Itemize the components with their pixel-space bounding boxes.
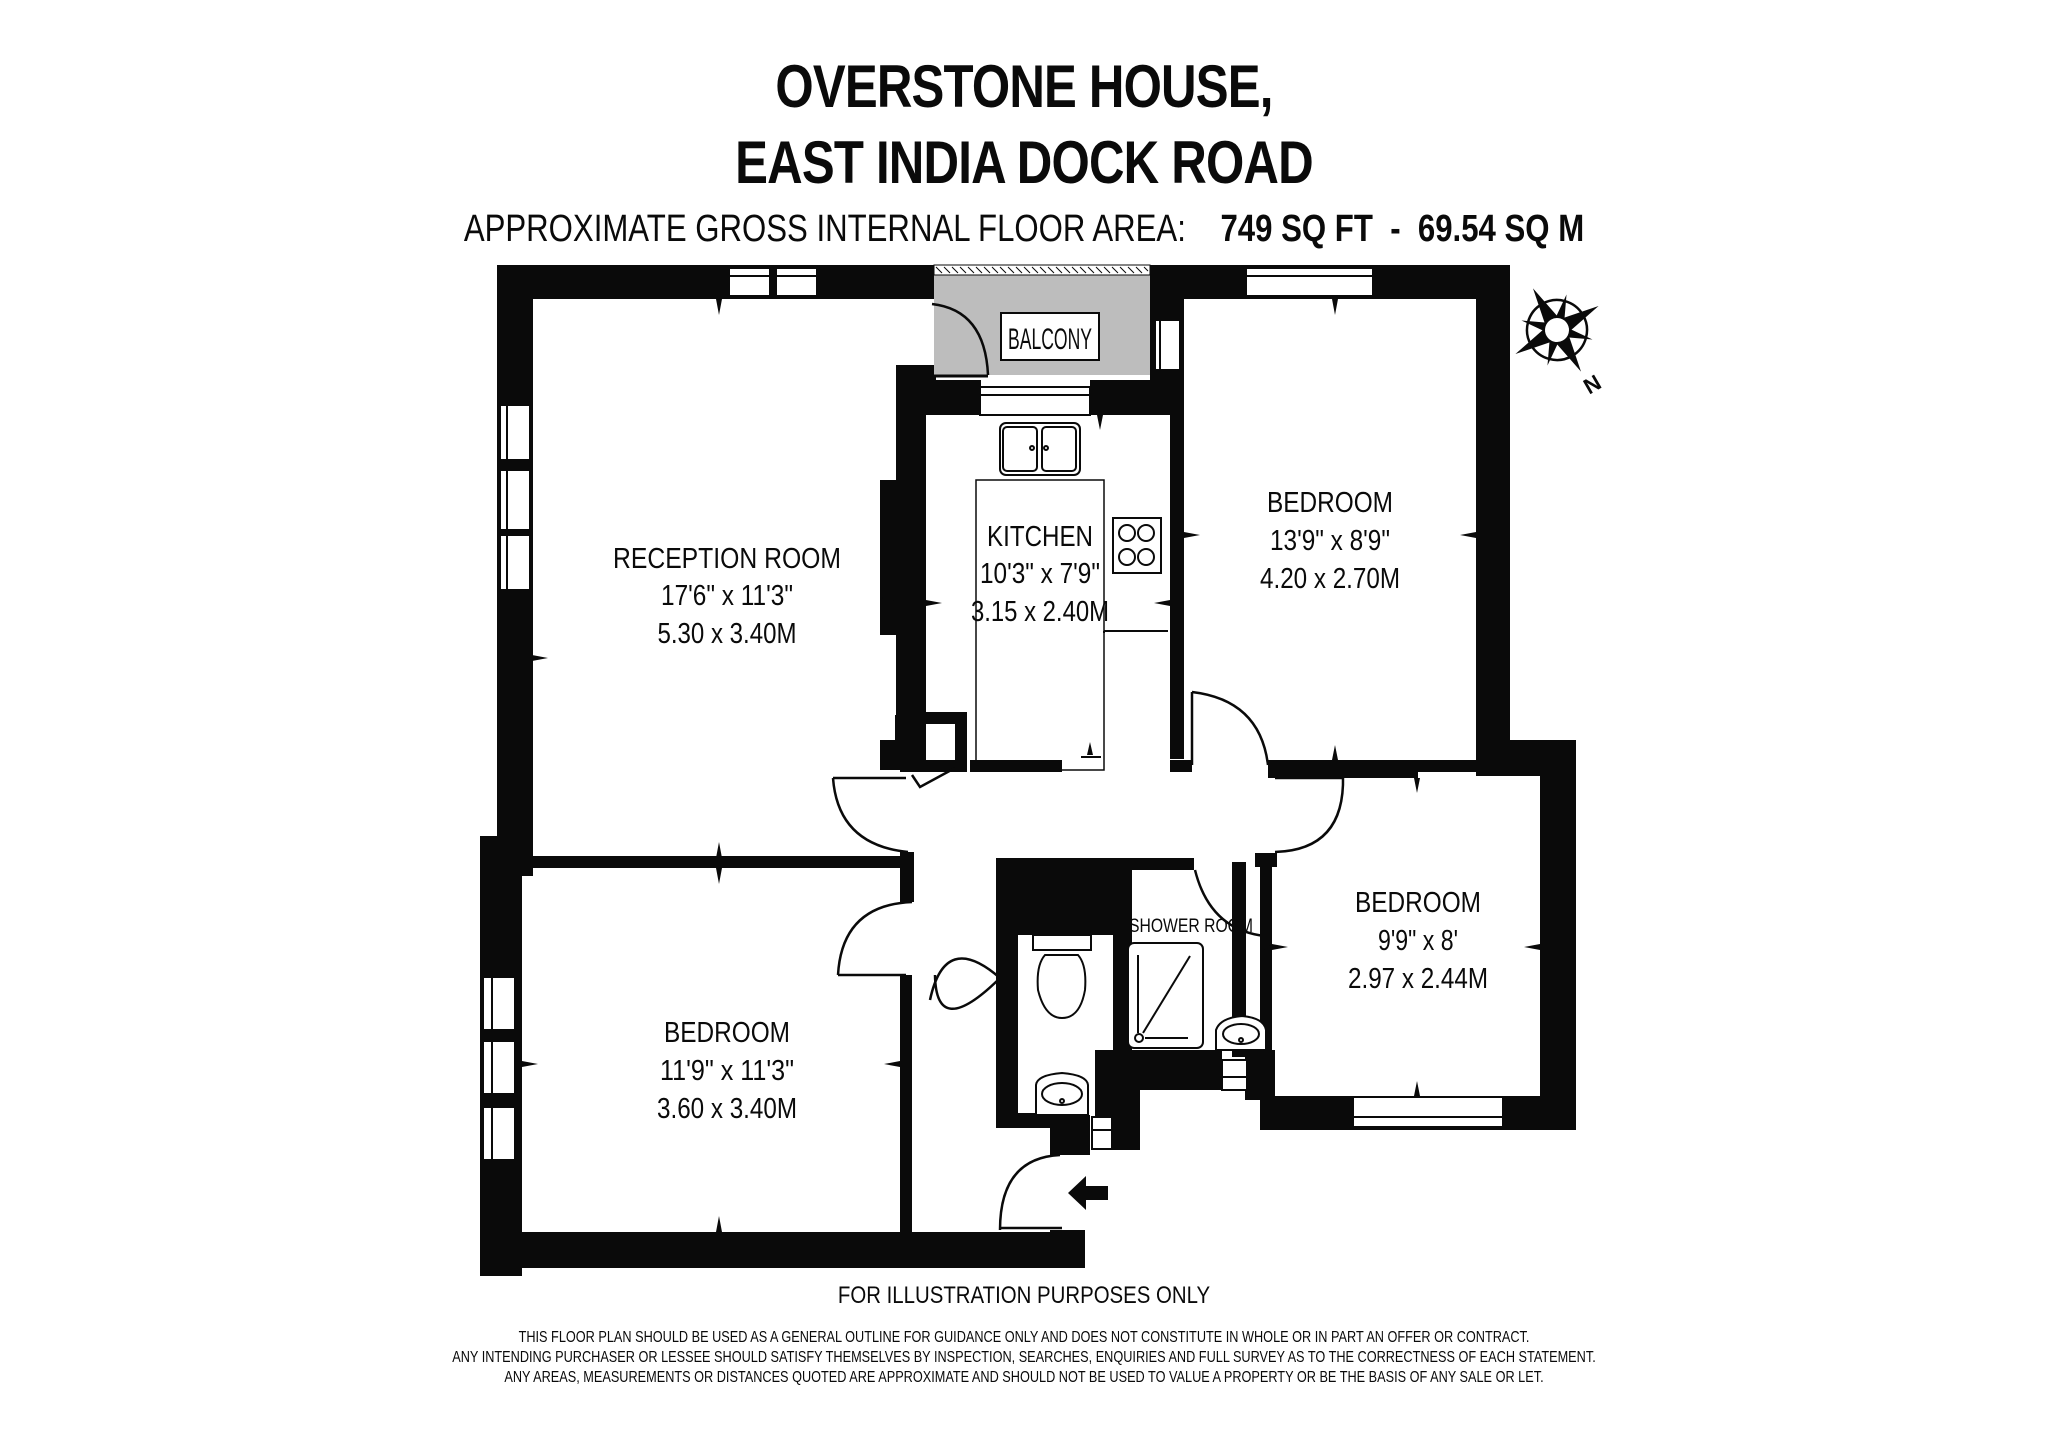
window-kitchen (979, 386, 1091, 416)
bedroom2-imperial: 9'9" x 8' (1378, 925, 1458, 957)
window-reception-left-2 (499, 469, 531, 531)
disclaimer-line: THIS FLOOR PLAN SHOULD BE USED AS A GENE… (518, 1329, 1530, 1346)
kitchen-metric: 3.15 x 2.40M (971, 596, 1109, 628)
doors (831, 302, 1345, 1231)
shower-room-name: SHOWER ROOM (1129, 916, 1253, 937)
window-shower (1221, 1059, 1248, 1091)
door-bedroom2 (1274, 775, 1345, 854)
dimension-markers (522, 299, 1540, 1232)
property-title-line2: EAST INDIA DOCK ROAD (735, 129, 1313, 196)
bedroom1-name: BEDROOM (1267, 487, 1393, 519)
floor-area-sqm: 69.54 SQ M (1417, 208, 1585, 250)
hob-icon (1112, 517, 1162, 574)
window-bedroom2-bottom (1352, 1096, 1504, 1128)
bedroom3-imperial: 11'9" x 11'3" (660, 1055, 794, 1087)
property-title-line1: OVERSTONE HOUSE, (775, 53, 1273, 120)
floor-area-line: APPROXIMATE GROSS INTERNAL FLOOR AREA: 7… (184, 208, 1863, 251)
door-reception (831, 777, 909, 854)
toilet-bowl-icon (1036, 954, 1087, 1020)
window-reception-top-2 (775, 267, 818, 297)
window-reception-left-3 (499, 534, 531, 591)
bedroom2-metric: 2.97 x 2.44M (1348, 963, 1488, 995)
door-entrance (998, 1153, 1061, 1231)
bedroom3-name: BEDROOM (664, 1017, 790, 1049)
floor-area-separator: - (1390, 208, 1401, 250)
bedroom2-name: BEDROOM (1355, 887, 1481, 919)
window-bedroom3-left-1 (482, 976, 516, 1031)
kitchen-name: KITCHEN (987, 521, 1093, 553)
door-wc (933, 974, 999, 1010)
window-reception-left-1 (499, 404, 531, 461)
balcony-label: BALCONY (1008, 323, 1092, 356)
reception-metric: 5.30 x 3.40M (658, 618, 797, 650)
bedroom3-metric: 3.60 x 3.40M (657, 1093, 797, 1125)
window-balcony-right (1154, 319, 1181, 371)
reception-name: RECEPTION ROOM (613, 543, 841, 575)
bedroom1-metric: 4.20 x 2.70M (1260, 563, 1400, 595)
disclaimer-line: ANY INTENDING PURCHASER OR LESSEE SHOULD… (452, 1349, 1596, 1366)
window-bedroom1-top (1245, 267, 1374, 297)
toilet-cistern-icon (1032, 934, 1092, 951)
fixtures (975, 422, 1267, 1116)
door-cupboard (910, 766, 956, 789)
room-labels: RECEPTION ROOM 17'6" x 11'3" 5.30 x 3.40… (613, 487, 1488, 1125)
compass-icon (1515, 288, 1599, 372)
balcony: BALCONY (933, 264, 1151, 375)
door-bedroom3 (836, 900, 913, 976)
kitchen-worktop (975, 479, 1105, 771)
compass-north-label: N (1579, 370, 1605, 400)
disclaimer: THIS FLOOR PLAN SHOULD BE USED AS A GENE… (184, 1328, 1863, 1388)
door-shower (1193, 869, 1266, 938)
door-wc-arc (928, 957, 1001, 1001)
floor-area-label: APPROXIMATE GROSS INTERNAL FLOOR AREA: (463, 208, 1186, 250)
kitchen-imperial: 10'3" x 7'9" (980, 558, 1100, 590)
window-wc (1091, 1116, 1113, 1150)
window-bedroom3-left-2 (482, 1040, 516, 1095)
illustration-note: FOR ILLUSTRATION PURPOSES ONLY (837, 1282, 1211, 1309)
window-reception-top-1 (728, 267, 771, 297)
door-bedroom1 (1191, 690, 1270, 766)
reception-imperial: 17'6" x 11'3" (661, 580, 793, 612)
window-bedroom3-left-3 (482, 1106, 516, 1161)
windows (482, 267, 1504, 1161)
entrance-arrow-icon (1068, 1176, 1108, 1210)
disclaimer-line: ANY AREAS, MEASUREMENTS OR DISTANCES QUO… (504, 1369, 1544, 1386)
door-balcony (931, 302, 990, 376)
bedroom1-imperial: 13'9" x 8'9" (1270, 525, 1390, 557)
floor-area-sqft: 749 SQ FT (1220, 208, 1373, 250)
